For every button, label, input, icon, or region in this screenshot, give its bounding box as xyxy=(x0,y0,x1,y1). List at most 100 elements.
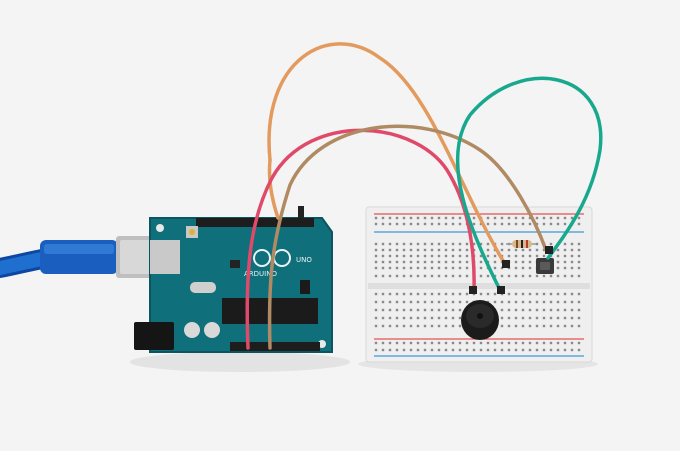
breadboard-hole xyxy=(535,216,539,220)
breadboard-hole xyxy=(444,248,448,252)
breadboard-hole xyxy=(381,266,385,270)
breadboard-hole xyxy=(374,316,378,320)
breadboard-hole xyxy=(514,222,518,226)
breadboard-hole xyxy=(437,222,441,226)
breadboard-hole xyxy=(430,266,434,270)
breadboard-hole xyxy=(374,348,378,352)
breadboard-hole xyxy=(395,324,399,328)
breadboard-hole xyxy=(458,348,462,352)
breadboard-hole xyxy=(493,341,497,345)
breadboard-hole xyxy=(395,266,399,270)
breadboard-hole xyxy=(563,316,567,320)
breadboard-hole xyxy=(388,248,392,252)
breadboard-hole xyxy=(521,254,525,258)
breadboard-hole xyxy=(437,348,441,352)
power-jack xyxy=(134,322,174,350)
breadboard-hole xyxy=(458,300,462,304)
breadboard-hole xyxy=(514,300,518,304)
breadboard-hole xyxy=(514,308,518,312)
breadboard-hole xyxy=(493,300,497,304)
breadboard-hole xyxy=(402,248,406,252)
breadboard-hole xyxy=(451,216,455,220)
breadboard-hole xyxy=(423,266,427,270)
breadboard-hole xyxy=(402,274,406,278)
breadboard-hole xyxy=(451,316,455,320)
breadboard-hole xyxy=(577,316,581,320)
breadboard-hole xyxy=(458,266,462,270)
breadboard-hole xyxy=(556,274,560,278)
breadboard-hole xyxy=(472,222,476,226)
breadboard-hole xyxy=(409,324,413,328)
breadboard-hole xyxy=(556,324,560,328)
breadboard-hole xyxy=(409,292,413,296)
breadboard-hole xyxy=(514,248,518,252)
breadboard-hole xyxy=(570,216,574,220)
breadboard-hole xyxy=(423,308,427,312)
breadboard-hole xyxy=(556,316,560,320)
breadboard-hole xyxy=(430,324,434,328)
breadboard-hole xyxy=(374,308,378,312)
breadboard-hole xyxy=(570,266,574,270)
capacitor xyxy=(204,322,220,338)
breadboard-hole xyxy=(444,222,448,226)
breadboard-hole xyxy=(465,292,469,296)
breadboard-hole xyxy=(395,316,399,320)
breadboard-hole xyxy=(521,248,525,252)
breadboard-hole xyxy=(465,266,469,270)
breadboard-hole xyxy=(570,308,574,312)
breadboard-hole xyxy=(507,216,511,220)
breadboard-hole xyxy=(556,348,560,352)
breadboard-hole xyxy=(458,324,462,328)
breadboard-hole xyxy=(528,292,532,296)
breadboard-hole xyxy=(374,324,378,328)
breadboard-hole xyxy=(535,316,539,320)
breadboard-hole xyxy=(388,260,392,264)
breadboard-hole xyxy=(437,316,441,320)
breadboard-hole xyxy=(381,308,385,312)
breadboard-hole xyxy=(451,324,455,328)
breadboard-hole xyxy=(437,260,441,264)
breadboard-hole xyxy=(423,300,427,304)
breadboard-hole xyxy=(423,341,427,345)
breadboard-hole xyxy=(416,324,420,328)
breadboard-hole xyxy=(528,260,532,264)
breadboard-hole xyxy=(458,242,462,246)
breadboard-hole xyxy=(577,222,581,226)
breadboard-hole xyxy=(388,292,392,296)
breadboard-hole xyxy=(542,316,546,320)
breadboard-hole xyxy=(521,222,525,226)
breadboard-hole xyxy=(444,348,448,352)
breadboard-hole xyxy=(381,274,385,278)
breadboard-hole xyxy=(381,260,385,264)
breadboard-hole xyxy=(521,324,525,328)
breadboard-hole xyxy=(402,308,406,312)
breadboard-hole xyxy=(402,300,406,304)
wire-pink xyxy=(245,128,476,350)
breadboard-hole xyxy=(430,348,434,352)
breadboard-hole xyxy=(458,292,462,296)
breadboard-hole xyxy=(514,254,518,258)
breadboard-hole xyxy=(437,324,441,328)
breadboard-hole xyxy=(563,216,567,220)
breadboard-hole xyxy=(563,348,567,352)
breadboard-hole xyxy=(451,348,455,352)
breadboard-hole xyxy=(570,292,574,296)
breadboard-hole xyxy=(563,274,567,278)
breadboard-hole xyxy=(444,292,448,296)
breadboard-hole xyxy=(374,292,378,296)
breadboard-hole xyxy=(514,216,518,220)
breadboard-hole xyxy=(444,341,448,345)
breadboard-hole xyxy=(395,308,399,312)
breadboard-hole xyxy=(409,248,413,252)
breadboard-hole xyxy=(437,248,441,252)
breadboard-hole xyxy=(556,254,560,258)
breadboard-hole xyxy=(535,300,539,304)
breadboard-hole xyxy=(437,341,441,345)
breadboard-hole xyxy=(472,216,476,220)
resistor xyxy=(506,240,536,248)
breadboard-hole xyxy=(409,316,413,320)
breadboard-hole xyxy=(486,216,490,220)
breadboard-hole xyxy=(493,266,497,270)
breadboard-hole xyxy=(563,324,567,328)
breadboard-hole xyxy=(409,216,413,220)
